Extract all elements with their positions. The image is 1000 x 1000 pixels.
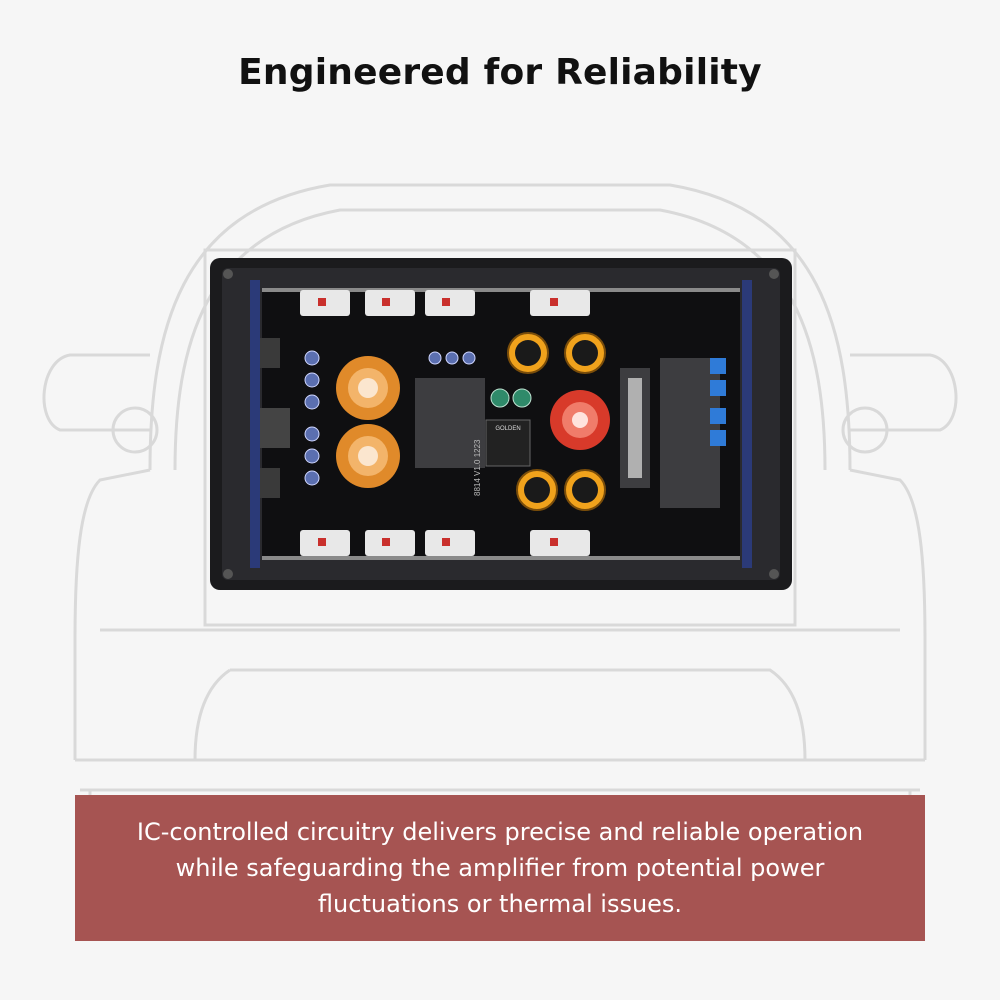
caption-text: IC-controlled circuitry delivers precise… [136,818,864,918]
page-title: Engineered for Reliability [238,52,762,93]
pcb-marking: 8814 V1.0 1223 [473,439,482,496]
amplifier-circuit-board-icon: GOLDEN 8814 V1.0 1223 [210,258,792,590]
relay-label: GOLDEN [495,426,520,432]
caption-banner: IC-controlled circuitry delivers precise… [75,795,925,941]
